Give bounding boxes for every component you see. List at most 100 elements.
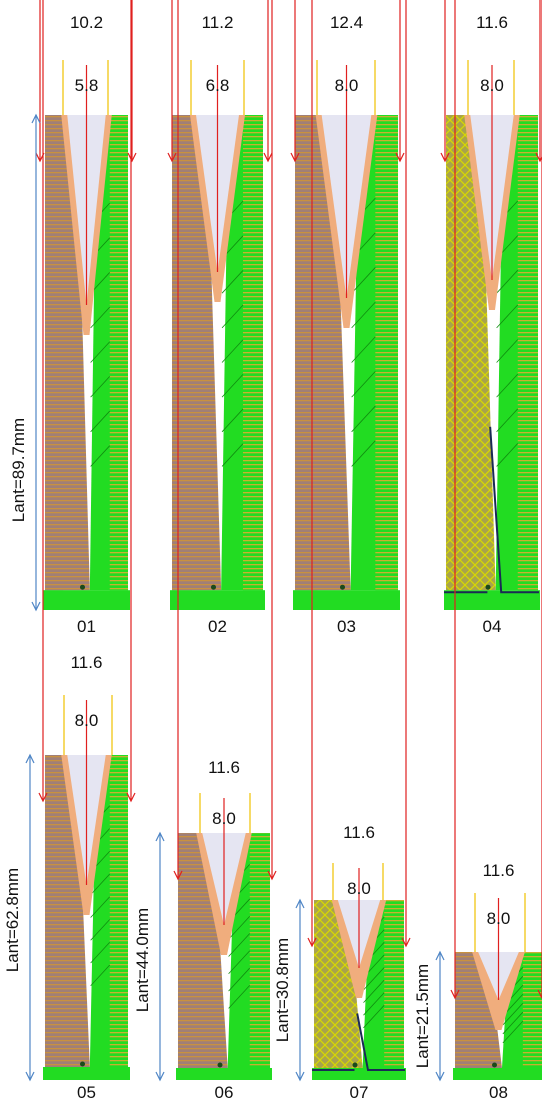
- dimension-arrow: [401, 937, 411, 948]
- dimension-arrow: [537, 989, 542, 1000]
- fusion-line: [221, 374, 244, 398]
- panel-number-label: 06: [215, 1083, 234, 1102]
- fusion-line: [90, 306, 111, 329]
- panel-number-label: 01: [77, 617, 96, 636]
- fusion-line: [90, 964, 111, 987]
- panel-number-label: 07: [350, 1083, 369, 1102]
- weld-panel-04: 11.68.004: [440, 0, 542, 636]
- dimension-arrow: [440, 152, 450, 163]
- root-marker: [211, 584, 216, 590]
- fusion-line: [351, 440, 376, 467]
- fusion-line: [221, 339, 244, 363]
- fusion-line: [90, 341, 111, 363]
- dimension-arrow: [155, 1071, 165, 1082]
- right-hatched-strip: [249, 833, 270, 1068]
- bottom-plate: [43, 1067, 130, 1080]
- inner-width-label: 8.0: [487, 909, 511, 928]
- fusion-line: [90, 919, 111, 941]
- weld-panel-07: 11.6 8.0 07 Lant=30.8mm: [273, 0, 411, 1102]
- dimension-arrow: [25, 753, 35, 764]
- right-hatched-strip: [517, 115, 538, 591]
- fusion-line: [228, 967, 251, 992]
- fusion-line: [351, 371, 376, 398]
- left-hatched-strip: [45, 755, 64, 1067]
- outer-width-label: 11.6: [483, 861, 515, 880]
- length-label: Lant=89.7mm: [9, 418, 28, 522]
- fusion-line: [228, 915, 251, 940]
- root-marker: [80, 584, 85, 590]
- fusion-line: [502, 1002, 524, 1026]
- root-marker: [492, 1062, 497, 1068]
- length-label: Lant=44.0mm: [133, 908, 152, 1012]
- right-hatched-strip: [109, 115, 128, 591]
- left-hatched-strip: [295, 115, 318, 591]
- bottom-plate: [176, 1068, 272, 1080]
- outer-width-label: 11.2: [202, 13, 234, 32]
- panel-number-label: 04: [483, 617, 502, 636]
- outer-width-label: 11.6: [71, 653, 103, 672]
- weld-panel-01: 10.2 5.8 01 Lant=89.7mm: [9, 0, 137, 636]
- fusion-line: [363, 979, 385, 1003]
- inner-width-label: 5.8: [75, 76, 99, 95]
- dimension-arrow: [435, 950, 445, 961]
- dimension-arrow: [31, 601, 41, 612]
- dimension-arrow: [395, 152, 405, 163]
- length-label: Lant=30.8mm: [273, 938, 292, 1042]
- left-hatched-strip: [178, 833, 199, 1068]
- dimension-arrow: [25, 1071, 35, 1082]
- bottom-plate: [43, 590, 130, 610]
- outer-width-label: 12.4: [330, 13, 363, 32]
- dimension-arrow: [535, 152, 542, 163]
- right-hatched-strip: [384, 900, 404, 1068]
- panel-number-label: 03: [337, 617, 356, 636]
- fusion-line: [90, 445, 111, 467]
- dimension-arrow: [127, 152, 137, 163]
- fusion-line: [496, 373, 519, 398]
- fusion-boundary-line: [356, 1013, 405, 1071]
- fusion-line: [221, 443, 244, 467]
- inner-width-label: 8.0: [347, 879, 371, 898]
- inner-width-label: 8.0: [335, 76, 359, 95]
- dimension-arrow: [295, 1071, 305, 1082]
- dimension-arrow: [290, 152, 300, 163]
- dimension-arrow: [295, 898, 305, 909]
- length-label: Lant=62.8mm: [3, 868, 22, 972]
- dimension-arrow: [450, 989, 460, 1000]
- left-hatched-strip: [45, 115, 64, 591]
- left-hatched-strip: [314, 900, 334, 1068]
- right-hatched-strip: [522, 952, 542, 1068]
- panel-number-label: 08: [489, 1083, 508, 1102]
- fusion-line: [351, 267, 376, 294]
- fusion-line: [90, 941, 111, 964]
- fusion-line: [351, 336, 376, 363]
- bottom-plate: [293, 590, 400, 610]
- fusion-boundary-line: [489, 426, 539, 594]
- dimension-arrow: [31, 113, 41, 124]
- panel-number-label: 02: [208, 617, 227, 636]
- fusion-line: [496, 443, 519, 467]
- dimension-arrow: [307, 937, 317, 948]
- outer-width-label: 11.6: [343, 823, 375, 842]
- dimension-arrow: [155, 831, 165, 842]
- dimension-arrow: [167, 152, 177, 163]
- outer-width-label: 10.2: [70, 13, 103, 32]
- weld-panel-03: 12.4 8.0 03: [290, 0, 405, 636]
- dimension-arrow: [38, 792, 48, 803]
- fusion-line: [363, 1005, 385, 1029]
- left-hatched-strip: [455, 952, 475, 1068]
- inner-width-label: 8.0: [212, 809, 236, 828]
- bottom-plate: [444, 590, 540, 610]
- left-hatched-strip: [446, 115, 467, 591]
- dimension-arrow: [263, 152, 273, 163]
- right-hatched-strip: [375, 115, 398, 591]
- fusion-line: [502, 1020, 524, 1044]
- fusion-line: [363, 992, 385, 1016]
- fusion-line: [351, 301, 376, 329]
- weld-panel-02: 11.26.802: [167, 0, 273, 636]
- fusion-line: [496, 269, 519, 294]
- dimension-arrow: [126, 792, 136, 803]
